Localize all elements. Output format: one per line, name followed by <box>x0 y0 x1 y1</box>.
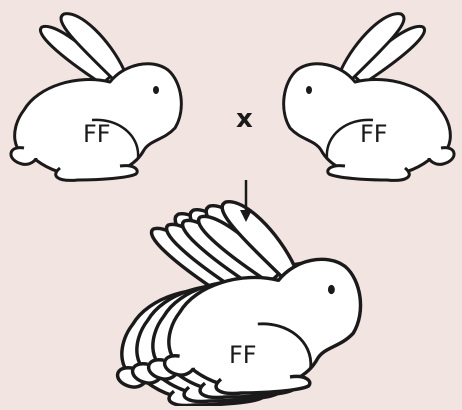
offspring-rabbit-stack <box>118 202 361 406</box>
parent-rabbit-left <box>11 14 181 181</box>
parent-rabbit-right <box>284 14 454 181</box>
parent-right-genotype: FF <box>360 122 388 146</box>
parent-left-genotype: FF <box>83 122 111 146</box>
cross-symbol: x <box>236 106 253 132</box>
offspring-genotype: FF <box>229 343 257 367</box>
